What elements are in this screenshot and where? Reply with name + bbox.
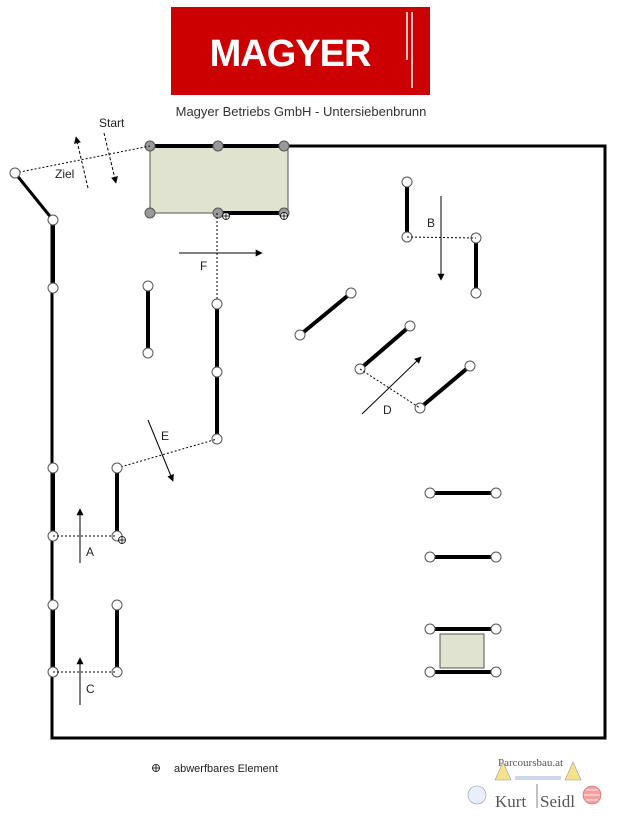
pole-left — [142, 280, 154, 359]
obstacle-f: F — [179, 213, 263, 445]
crosshair-circle-icon — [152, 764, 160, 772]
pad-bottom-right — [424, 623, 502, 678]
obstacle-a-label: A — [86, 545, 94, 559]
page-subtitle: Magyer Betriebs GmbH - Untersiebenbrunn — [176, 104, 427, 119]
logo-text: MAGYER — [210, 33, 371, 75]
crosshair-circle-icon — [222, 212, 230, 220]
start-arrow — [103, 132, 118, 184]
obstacle-e: E — [116, 419, 218, 482]
pole-right-2 — [424, 551, 502, 563]
obstacle-f-label: F — [200, 259, 207, 273]
obstacle-b-label: B — [427, 216, 435, 230]
arena-fence — [50, 144, 607, 740]
start-finish-line: Start Ziel — [9, 116, 151, 221]
magyer-logo: MAGYER — [171, 7, 430, 95]
credit-name-last: Seidl — [540, 792, 575, 811]
finish-arrow — [74, 136, 89, 189]
pole-right-1 — [424, 487, 502, 499]
pad-top — [144, 140, 290, 220]
start-label: Start — [99, 116, 125, 130]
left-fence-panels — [47, 214, 59, 678]
obstacle-e-label: E — [161, 429, 169, 443]
credit-site: Parcoursbau.at — [498, 757, 563, 769]
legend: abwerfbares Element — [152, 763, 278, 775]
obstacle-d-label: D — [383, 403, 392, 417]
parcoursbau-logo: Parcoursbau.at Kurt Seidl — [467, 757, 602, 811]
obstacle-b: B — [401, 176, 482, 299]
obstacle-c-label: C — [86, 682, 95, 696]
obstacle-d: D — [354, 320, 476, 417]
finish-label: Ziel — [55, 167, 74, 181]
logo-banner — [171, 7, 430, 95]
credit-name-first: Kurt — [495, 792, 526, 811]
crosshair-circle-icon — [118, 536, 126, 544]
pole-diagonal — [294, 287, 357, 341]
obstacle-a: A — [53, 462, 126, 563]
legend-text: abwerfbares Element — [174, 763, 278, 775]
crosshair-circle-icon — [280, 212, 288, 220]
obstacle-c: C — [53, 599, 123, 705]
